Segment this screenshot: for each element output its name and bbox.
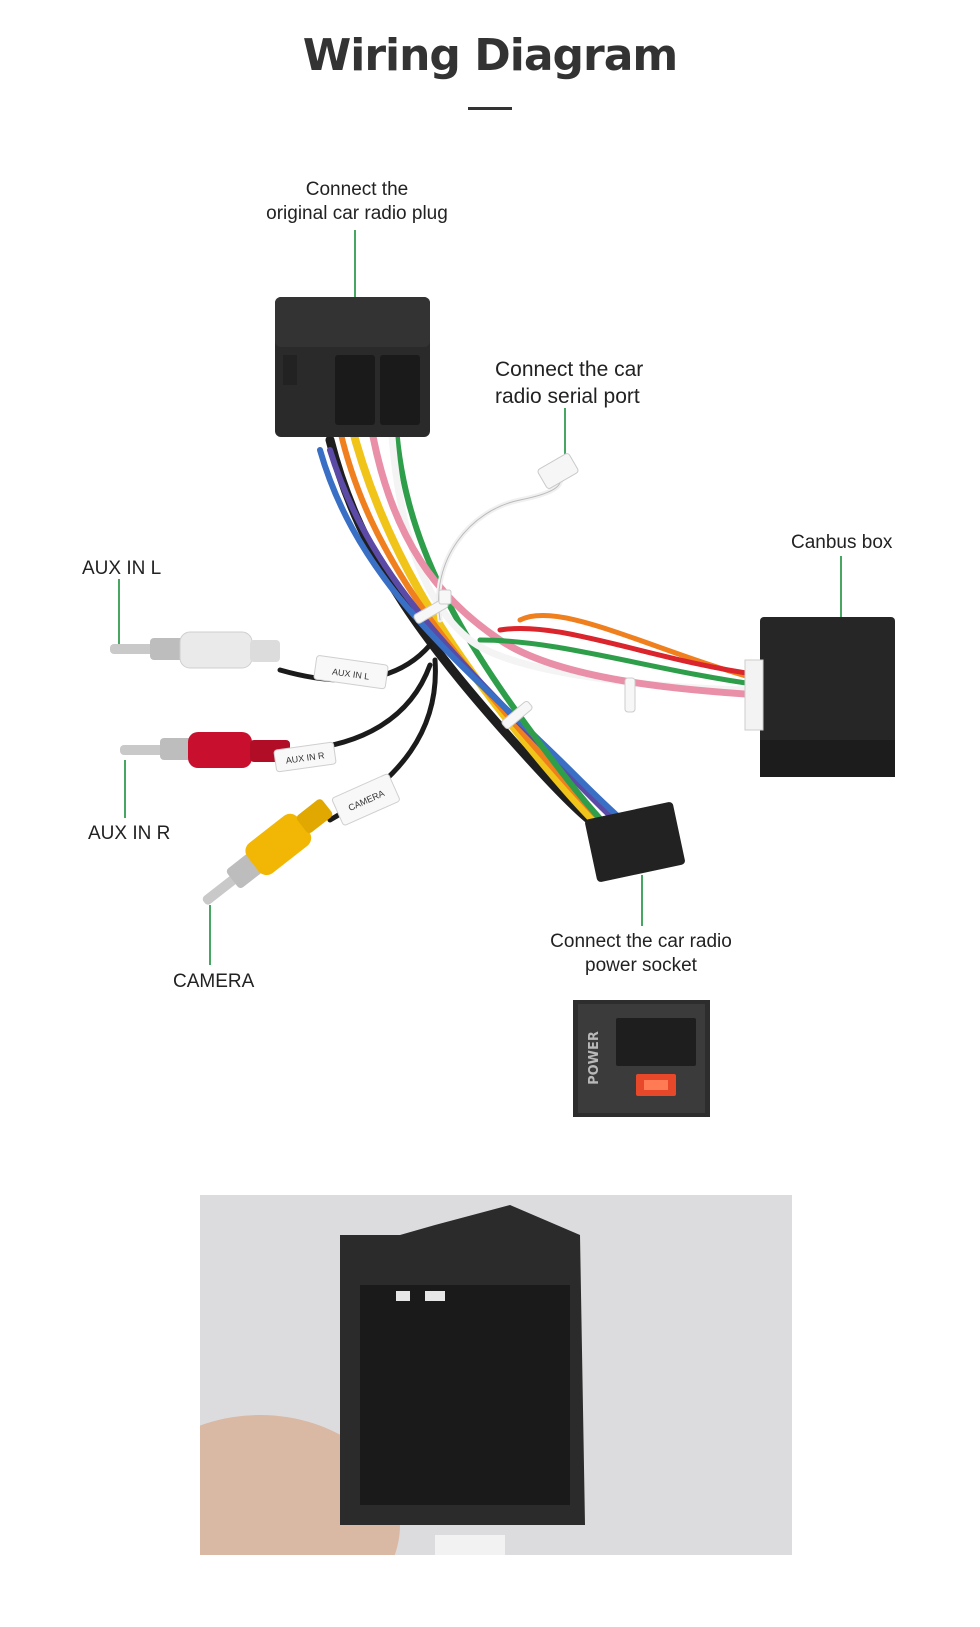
cable-tie-3 [624, 677, 636, 713]
cable-tie-4 [438, 589, 452, 605]
rca-aux-in-r [120, 732, 290, 768]
rca-aux-in-l [110, 631, 280, 669]
serial-port-plug [537, 453, 579, 489]
power-connector-body [585, 802, 685, 882]
leader-lines [118, 230, 842, 965]
callout-camera: CAMERA [173, 971, 255, 992]
canbus-box-shade [760, 740, 895, 777]
callout-power-socket-line-2: power socket [585, 955, 697, 976]
connector-wire-exit [435, 1535, 505, 1555]
rca-camera-pin [202, 875, 238, 905]
callout-canbus-box: Canbus box [791, 532, 893, 553]
rca-aux-r-pin [120, 745, 165, 755]
wire-green-2 [477, 637, 763, 688]
callout-power-socket: Connect the car radio power socket [533, 930, 749, 978]
power-socket-pin-block [616, 1018, 696, 1066]
radio-plug-socket-right [380, 355, 420, 425]
connector-slot-2 [425, 1291, 445, 1301]
rca-aux-r-sleeve [160, 738, 192, 760]
cable-tie-2 [501, 700, 533, 730]
tag-aux-l: AUX IN L [313, 655, 389, 690]
callout-radio-plug-line-2: original car radio plug [266, 203, 448, 224]
wire-red [497, 625, 763, 678]
wire-bundle [277, 401, 764, 848]
radio-plug-top [275, 297, 430, 347]
wire-serial-white [436, 467, 564, 623]
connector-photo-illustration [200, 1195, 792, 1555]
callout-radio-plug-line-1: Connect the [305, 179, 409, 200]
tag-aux-r: AUX IN R [273, 741, 337, 773]
callout-aux-in-l: AUX IN L [82, 558, 162, 579]
cable-ties [413, 589, 636, 730]
connector-photo [200, 1195, 792, 1555]
canbus-box-body [760, 617, 895, 777]
rca-camera-boot [296, 799, 333, 834]
connector-slot-1 [396, 1291, 410, 1301]
callout-serial-port: Connect the car radio serial port [495, 356, 643, 410]
rca-aux-r-body [188, 732, 252, 768]
rca-aux-l-pin [110, 644, 155, 654]
title-underline [468, 107, 512, 110]
canbus-box [744, 617, 895, 777]
callout-serial-port-line-2: radio serial port [495, 385, 640, 408]
tag-camera: CAMERA [331, 773, 400, 826]
callout-aux-in-r: AUX IN R [88, 823, 171, 844]
rca-camera-body [245, 813, 312, 876]
power-socket-label: POWER [587, 1031, 602, 1085]
power-connector [585, 802, 685, 882]
radio-plug-socket-left [335, 355, 375, 425]
callout-serial-port-line-1: Connect the car [495, 358, 644, 381]
page-title: Wiring Diagram [302, 30, 679, 81]
power-socket-inset: POWER [573, 1000, 710, 1117]
rca-camera [202, 799, 333, 905]
power-socket-fuse-window [644, 1080, 668, 1090]
radio-plug-side-latch [283, 355, 297, 385]
callout-radio-plug: Connect the original car radio plug [262, 178, 452, 226]
rca-aux-l-sleeve [150, 638, 186, 660]
canbus-box-connector [744, 659, 764, 731]
radio-plug-connector [275, 297, 430, 437]
callout-power-socket-line-1: Connect the car radio [550, 931, 732, 952]
rca-aux-l-body [179, 631, 253, 669]
wiring-harness-illustration: AUX IN L AUX IN R CAMERA POWER [110, 230, 895, 1117]
rca-aux-l-boot [250, 640, 280, 662]
connector-cavity [360, 1285, 570, 1505]
